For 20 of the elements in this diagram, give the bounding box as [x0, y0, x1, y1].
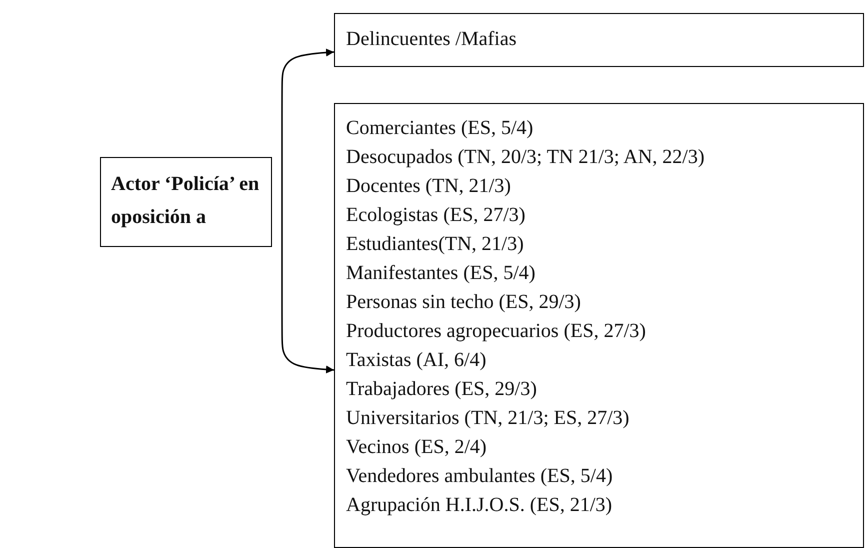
item-text: Manifestantes (ES, 5/4): [346, 261, 536, 286]
bracket-arrow: [281, 48, 334, 374]
item-text: Delincuentes /Mafias: [346, 27, 518, 52]
item-text: Universitarios (TN, 21/3; ES, 27/3): [346, 406, 630, 431]
group-box: [334, 13, 864, 67]
item-text: Personas sin techo (ES, 29/3): [346, 290, 582, 315]
item-text: Comerciantes (ES, 5/4): [346, 116, 534, 141]
item-text: Estudiantes(TN, 21/3): [346, 232, 525, 257]
item-text: Desocupados (TN, 20/3; TN 21/3; AN, 22/3): [346, 145, 706, 170]
group-box: [334, 103, 864, 548]
item-text: Actor ‘Policía’ en oposición a: [111, 172, 260, 230]
actor-box: [100, 157, 272, 247]
item-text: Productores agropecuarios (ES, 27/3): [346, 319, 647, 344]
item-text: Vecinos (ES, 2/4): [346, 435, 488, 460]
item-text: Docentes (TN, 21/3): [346, 174, 512, 199]
item-text: Agrupación H.I.J.O.S. (ES, 21/3): [346, 493, 614, 518]
item-text: Trabajadores (ES, 29/3): [346, 377, 538, 402]
item-text: Ecologistas (ES, 27/3): [346, 203, 526, 228]
item-text: Vendedores ambulantes (ES, 5/4): [346, 464, 614, 489]
item-text: Taxistas (AI, 6/4): [346, 348, 488, 373]
